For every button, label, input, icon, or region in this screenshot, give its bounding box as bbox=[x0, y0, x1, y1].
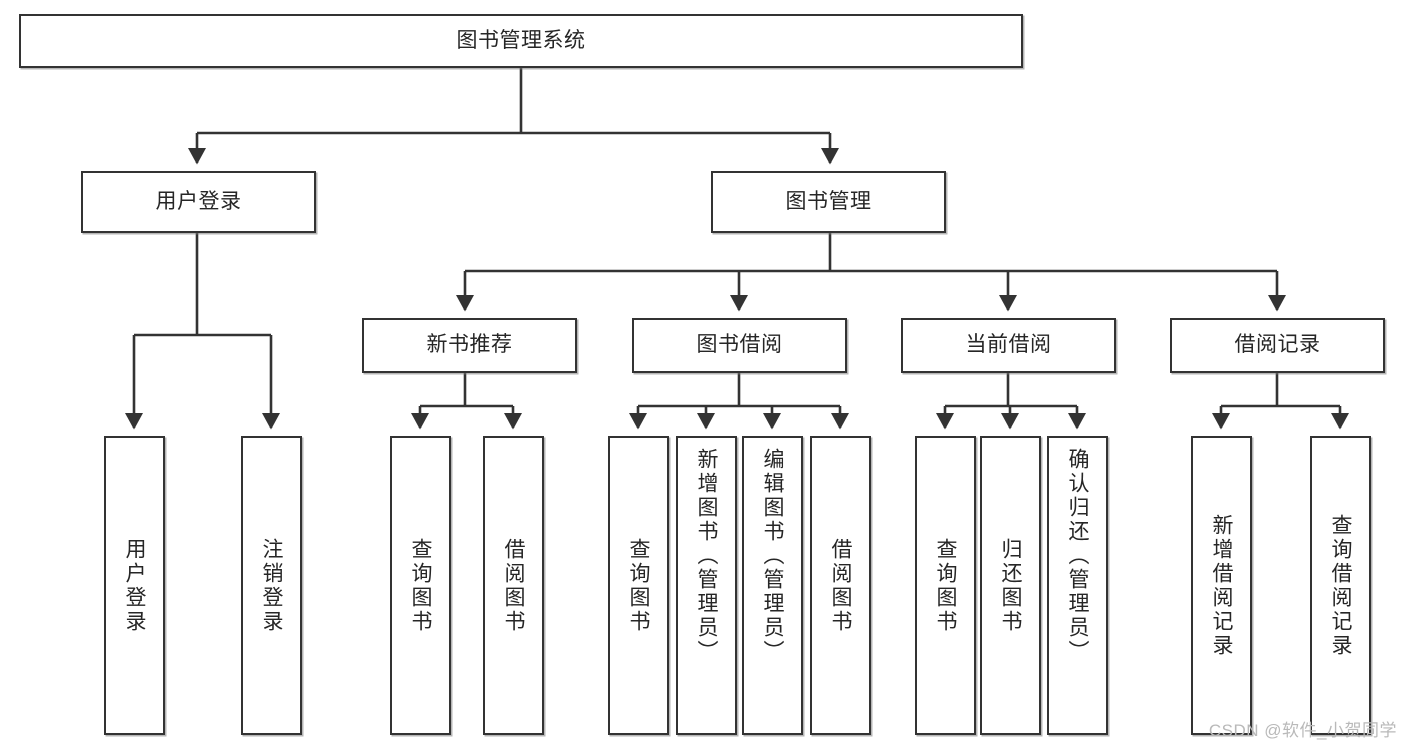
leaf-query-borrow-record[interactable]: 查询借阅记录 bbox=[1310, 436, 1371, 735]
leaf-query-book-3[interactable]: 查询图书 bbox=[915, 436, 976, 735]
leaf-add-borrow-record[interactable]: 新增借阅记录 bbox=[1191, 436, 1252, 735]
node-label: 图书管理系统 bbox=[456, 28, 586, 52]
node-user-login[interactable]: 用户登录 bbox=[81, 171, 316, 233]
node-book-borrow[interactable]: 图书借阅 bbox=[632, 318, 847, 373]
node-label: 借阅图书 bbox=[502, 537, 525, 634]
node-current-borrow[interactable]: 当前借阅 bbox=[901, 318, 1116, 373]
leaf-query-book-1[interactable]: 查询图书 bbox=[390, 436, 451, 735]
leaf-user-login[interactable]: 用户登录 bbox=[104, 436, 165, 735]
node-label: 当前借阅 bbox=[965, 333, 1052, 357]
node-label: 新书推荐 bbox=[426, 333, 513, 357]
leaf-confirm-return-admin[interactable]: 确认归还（管理员） bbox=[1047, 436, 1108, 735]
leaf-add-book-admin[interactable]: 新增图书（管理员） bbox=[676, 436, 737, 735]
node-label: 图书借阅 bbox=[696, 333, 783, 357]
node-label: 归还图书 bbox=[999, 537, 1022, 634]
node-label: 借阅图书 bbox=[829, 537, 852, 634]
leaf-edit-book-admin[interactable]: 编辑图书（管理员） bbox=[742, 436, 803, 735]
leaf-return-book[interactable]: 归还图书 bbox=[980, 436, 1041, 735]
node-label: 注销登录 bbox=[260, 537, 283, 634]
node-label: 新增借阅记录 bbox=[1210, 513, 1233, 658]
node-root-system[interactable]: 图书管理系统 bbox=[19, 14, 1023, 68]
leaf-query-book-2[interactable]: 查询图书 bbox=[608, 436, 669, 735]
node-new-book-recommend[interactable]: 新书推荐 bbox=[362, 318, 577, 373]
node-label: 编辑图书（管理员） bbox=[761, 448, 784, 664]
leaf-logout-login[interactable]: 注销登录 bbox=[241, 436, 302, 735]
node-label: 用户登录 bbox=[155, 189, 242, 213]
node-label: 借阅记录 bbox=[1234, 333, 1321, 357]
node-label: 图书管理 bbox=[785, 189, 872, 213]
node-label: 查询图书 bbox=[934, 537, 957, 634]
node-borrow-record[interactable]: 借阅记录 bbox=[1170, 318, 1385, 373]
csdn-watermark: CSDN @软件_小贺同学 bbox=[1208, 721, 1397, 740]
node-label: 查询图书 bbox=[409, 537, 432, 634]
leaf-borrow-book-2[interactable]: 借阅图书 bbox=[810, 436, 871, 735]
node-label: 用户登录 bbox=[123, 537, 146, 634]
node-label: 查询借阅记录 bbox=[1329, 513, 1352, 658]
node-label: 查询图书 bbox=[627, 537, 650, 634]
leaf-borrow-book-1[interactable]: 借阅图书 bbox=[483, 436, 544, 735]
node-book-manage[interactable]: 图书管理 bbox=[711, 171, 946, 233]
node-label: 新增图书（管理员） bbox=[695, 448, 718, 664]
node-label: 确认归还（管理员） bbox=[1066, 448, 1089, 664]
